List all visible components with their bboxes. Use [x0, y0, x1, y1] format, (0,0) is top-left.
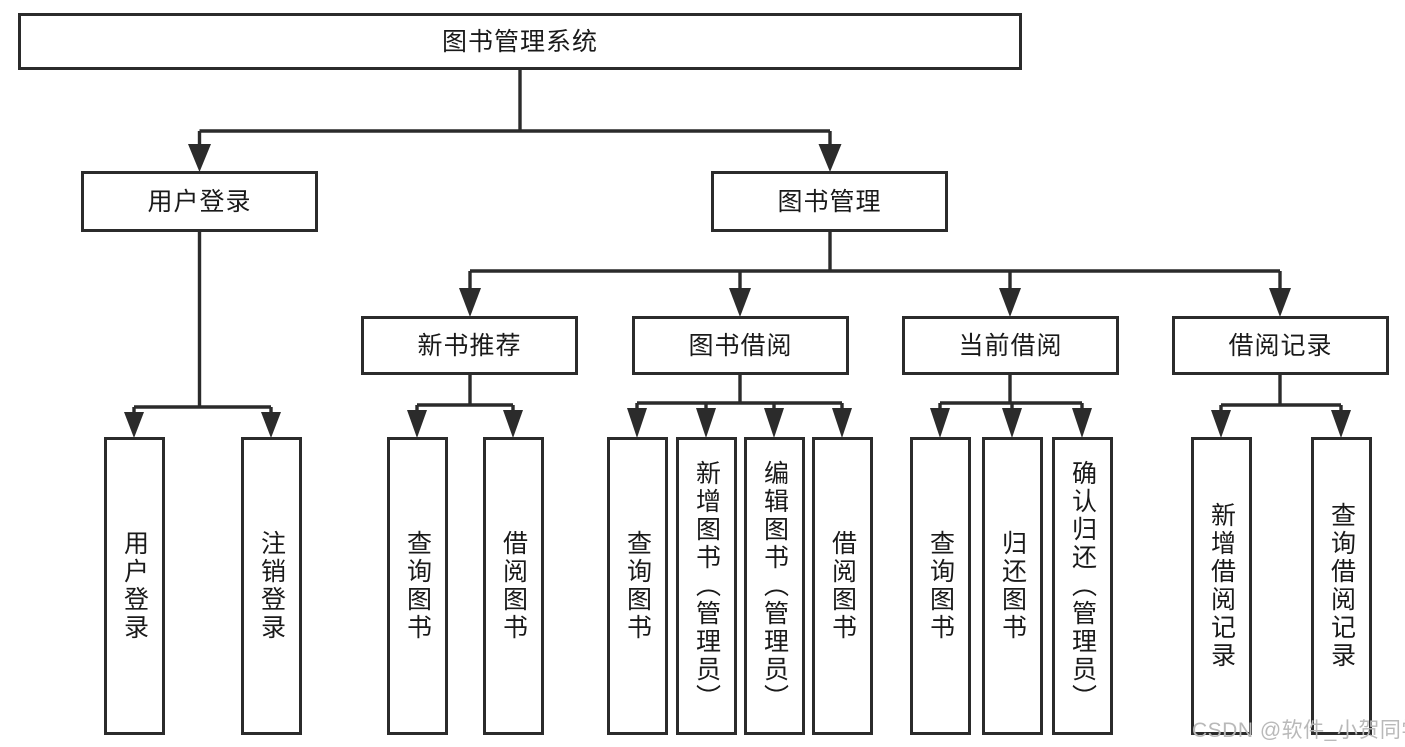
- node-label: 图书借阅: [688, 331, 793, 360]
- node-borrow-records[interactable]: 借阅记录: [1172, 316, 1389, 375]
- leaf-logout[interactable]: 注销登录: [241, 437, 302, 735]
- leaf-return-book[interactable]: 归还图书: [982, 437, 1043, 735]
- node-label: 编辑图书（管理员）: [760, 460, 789, 712]
- node-current-borrow[interactable]: 当前借阅: [902, 316, 1119, 375]
- node-label: 新增图书（管理员）: [692, 460, 721, 712]
- leaf-add-book-admin[interactable]: 新增图书（管理员）: [676, 437, 737, 735]
- node-label: 当前借阅: [958, 331, 1063, 360]
- node-label: 查询借阅记录: [1327, 502, 1356, 670]
- node-label: 新增借阅记录: [1207, 502, 1236, 670]
- leaf-query-book-borrow[interactable]: 查询图书: [607, 437, 668, 735]
- node-label: 查询图书: [926, 530, 955, 642]
- node-new-book-recommend[interactable]: 新书推荐: [361, 316, 578, 375]
- node-label: 查询图书: [623, 530, 652, 642]
- node-label: 确认归还（管理员）: [1068, 460, 1097, 712]
- leaf-user-login[interactable]: 用户登录: [104, 437, 165, 735]
- node-root[interactable]: 图书管理系统: [18, 13, 1022, 70]
- node-label: 新书推荐: [417, 331, 522, 360]
- leaf-query-borrow-record[interactable]: 查询借阅记录: [1311, 437, 1372, 735]
- node-label: 借阅图书: [828, 530, 857, 642]
- node-label: 注销登录: [257, 530, 286, 642]
- leaf-edit-book-admin[interactable]: 编辑图书（管理员）: [744, 437, 805, 735]
- leaf-confirm-return-admin[interactable]: 确认归还（管理员）: [1052, 437, 1113, 735]
- leaf-borrow-book-new[interactable]: 借阅图书: [483, 437, 544, 735]
- node-label: 图书管理系统: [441, 27, 598, 56]
- leaf-borrow-book[interactable]: 借阅图书: [812, 437, 873, 735]
- csdn-watermark: CSDN @软件_小贺同学: [1192, 719, 1405, 742]
- node-label: 图书管理: [777, 187, 882, 216]
- node-book-borrow[interactable]: 图书借阅: [632, 316, 849, 375]
- leaf-query-book-new[interactable]: 查询图书: [387, 437, 448, 735]
- node-label: 用户登录: [120, 530, 149, 642]
- node-label: 借阅图书: [499, 530, 528, 642]
- node-label: 借阅记录: [1228, 331, 1333, 360]
- leaf-query-book-current[interactable]: 查询图书: [910, 437, 971, 735]
- leaf-add-borrow-record[interactable]: 新增借阅记录: [1191, 437, 1252, 735]
- node-label: 查询图书: [403, 530, 432, 642]
- node-label: 归还图书: [998, 530, 1027, 642]
- node-label: 用户登录: [147, 187, 252, 216]
- node-book-management[interactable]: 图书管理: [711, 171, 948, 232]
- node-user-login[interactable]: 用户登录: [81, 171, 318, 232]
